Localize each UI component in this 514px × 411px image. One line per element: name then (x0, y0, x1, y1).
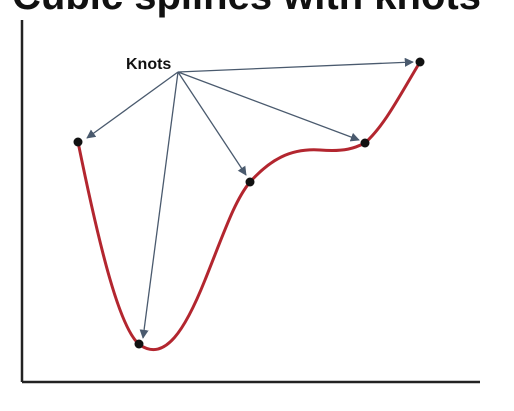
knots-label: Knots (126, 56, 171, 73)
arrow-to-knot-4 (177, 71, 360, 142)
page-title: Cubic splines with knots (12, 0, 481, 18)
spline-curve (76, 60, 422, 352)
arrow-to-knot-5 (177, 57, 414, 73)
knot-arrows (86, 57, 414, 339)
knot-3 (245, 177, 255, 187)
knot-2 (134, 339, 144, 349)
arrow-to-knot-1 (86, 71, 179, 139)
knot-4 (360, 138, 370, 148)
title-strip: Cubic splines with knots (0, 0, 514, 18)
arrow-to-knot-3 (177, 71, 247, 176)
knot-5 (415, 57, 425, 67)
arrow-to-knot-2 (139, 71, 179, 339)
knots (73, 57, 425, 349)
knot-1 (73, 137, 83, 147)
